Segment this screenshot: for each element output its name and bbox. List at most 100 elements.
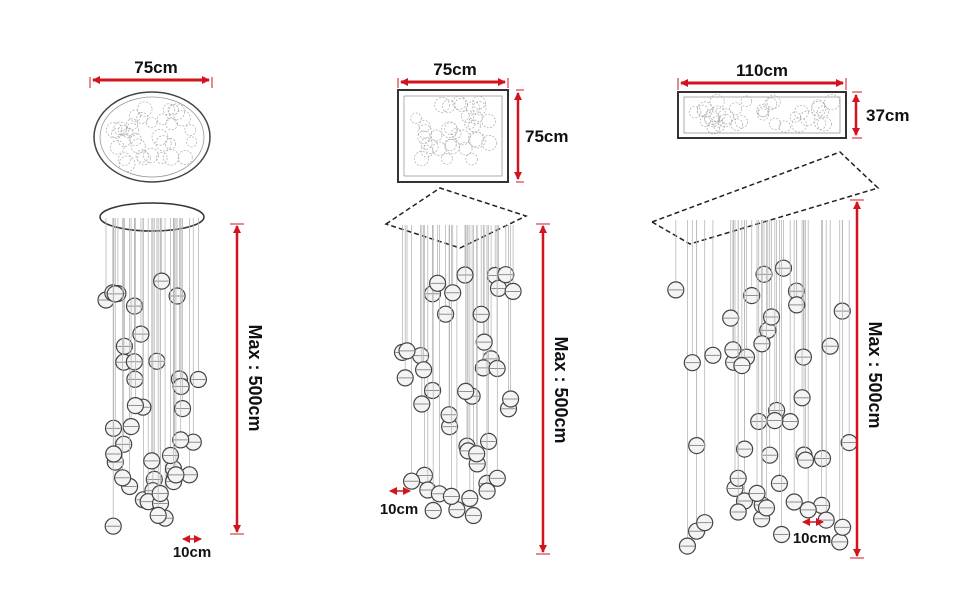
crystal-bubble-icon bbox=[465, 153, 478, 166]
crystal-bubble-icon bbox=[444, 122, 458, 135]
crystal-bubble-icon bbox=[454, 98, 469, 112]
crystal-bubble-icon bbox=[756, 103, 770, 117]
crystal-bubble-icon bbox=[413, 151, 430, 167]
rectangle-height-dimension: Max : 500cm bbox=[850, 199, 885, 559]
square-width-dimension: 75cm bbox=[397, 60, 509, 88]
square-max-label: Max : 500cm bbox=[551, 336, 571, 443]
rectangle-hanging-crystals bbox=[667, 220, 858, 555]
crystal-bubble-icon bbox=[432, 141, 447, 156]
square-ball-dimension: 10cm bbox=[380, 487, 418, 518]
crystal-bubble-icon bbox=[151, 129, 169, 146]
crystal-bubble-icon bbox=[717, 108, 734, 125]
crystal-bubble-icon bbox=[184, 124, 197, 136]
crystal-bubble-icon bbox=[126, 118, 138, 131]
rectangle-ball-label: 10cm bbox=[793, 530, 831, 547]
crystal-bubble-icon bbox=[177, 150, 193, 165]
round-max-label: Max : 500cm bbox=[245, 324, 265, 431]
crystal-bubble-icon bbox=[174, 109, 191, 127]
crystal-bubble-icon bbox=[136, 112, 149, 125]
crystal-bubble-icon bbox=[117, 152, 132, 166]
square-ball-label: 10cm bbox=[380, 501, 418, 518]
crystal-bubble-icon bbox=[156, 113, 169, 125]
crystal-bubble-icon bbox=[454, 129, 471, 146]
square-depth-dimension: 75cm bbox=[514, 89, 568, 183]
crystal-bubble-icon bbox=[162, 103, 176, 116]
crystal-bubble-icon bbox=[472, 95, 486, 110]
crystal-bubble-icon bbox=[766, 94, 781, 109]
crystal-bubble-icon bbox=[756, 108, 770, 121]
crystal-bubble-icon bbox=[709, 94, 725, 110]
crystal-bubble-icon bbox=[168, 103, 186, 121]
crystal-bubble-icon bbox=[814, 117, 827, 130]
crystal-bubble-icon bbox=[118, 155, 136, 173]
crystal-bubble-icon bbox=[444, 138, 457, 152]
crystal-bubble-icon bbox=[764, 97, 778, 111]
round-width-dimension: 75cm bbox=[89, 58, 213, 88]
crystal-bubble-icon bbox=[441, 121, 458, 138]
crystal-bubble-icon bbox=[713, 119, 726, 132]
round-width-label: 75cm bbox=[134, 58, 177, 77]
crystal-bubble-icon bbox=[143, 147, 159, 164]
crystal-bubble-icon bbox=[418, 119, 431, 133]
rectangle-depth-dimension: 37cm bbox=[852, 91, 909, 139]
round-hanging-crystals bbox=[97, 218, 207, 535]
crystal-bubble-icon bbox=[768, 117, 782, 130]
crystal-bubble-icon bbox=[472, 101, 487, 116]
crystal-bubble-icon bbox=[740, 95, 753, 108]
crystal-bubble-icon bbox=[778, 120, 791, 133]
round-ball-dimension: 10cm bbox=[173, 535, 211, 561]
crystal-bubble-icon bbox=[816, 105, 830, 118]
fixture-rectangle: 110cm 37cm Max : 500cm 10cm bbox=[650, 61, 909, 559]
rectangle-width-dimension: 110cm bbox=[677, 61, 847, 90]
crystal-bubble-icon bbox=[444, 138, 461, 155]
crystal-bubble-icon bbox=[117, 124, 129, 136]
crystal-bubble-icon bbox=[789, 111, 801, 123]
crystal-bubble-icon bbox=[730, 118, 744, 131]
crystal-bubble-icon bbox=[430, 129, 443, 142]
crystal-bubble-icon bbox=[164, 138, 177, 150]
rectangle-top-view bbox=[677, 91, 847, 139]
rectangle-depth-label: 37cm bbox=[866, 106, 909, 125]
crystal-bubble-icon bbox=[410, 112, 422, 124]
crystal-bubble-icon bbox=[799, 110, 816, 127]
crystal-bubble-icon bbox=[729, 102, 742, 116]
crystal-bubble-icon bbox=[793, 104, 809, 120]
crystal-bubble-icon bbox=[468, 110, 483, 125]
crystal-bubble-icon bbox=[417, 124, 432, 139]
round-height-dimension: Max : 500cm bbox=[230, 223, 265, 535]
crystal-bubble-icon bbox=[709, 105, 726, 122]
crystal-bubble-icon bbox=[465, 101, 481, 116]
crystal-bubble-icon bbox=[823, 94, 840, 111]
crystal-bubble-icon bbox=[109, 140, 125, 155]
crystal-bubble-icon bbox=[136, 151, 151, 166]
crystal-bubble-icon bbox=[155, 135, 172, 152]
crystal-bubble-icon bbox=[460, 109, 475, 123]
square-depth-label: 75cm bbox=[525, 127, 568, 146]
crystal-bubble-icon bbox=[450, 128, 462, 139]
fixture-round: 75cm Max : 500cm 10cm bbox=[89, 58, 265, 561]
crystal-bubble-icon bbox=[688, 106, 702, 119]
square-hanging-crystals bbox=[393, 225, 522, 525]
crystal-bubble-icon bbox=[128, 132, 142, 146]
crystal-bubble-icon bbox=[186, 136, 198, 148]
crystal-bubble-icon bbox=[106, 121, 123, 139]
crystal-bubble-icon bbox=[699, 115, 711, 127]
crystal-bubble-icon bbox=[167, 104, 179, 116]
crystal-bubble-icon bbox=[146, 116, 158, 129]
fixture-square: 75cm 75cm Max : 500cm 10cm bbox=[380, 60, 571, 555]
crystal-bubble-icon bbox=[704, 111, 720, 127]
rectangle-max-label: Max : 500cm bbox=[865, 321, 885, 428]
round-ball-label: 10cm bbox=[173, 544, 211, 561]
square-width-label: 75cm bbox=[433, 60, 476, 79]
crystal-bubble-icon bbox=[468, 119, 481, 133]
crystal-bubble-icon bbox=[125, 122, 139, 137]
crystal-bubble-icon bbox=[424, 139, 439, 154]
rectangle-width-label: 110cm bbox=[736, 61, 788, 80]
crystal-bubble-icon bbox=[135, 149, 149, 163]
crystal-bubble-icon bbox=[791, 117, 807, 133]
round-top-view bbox=[93, 91, 211, 183]
crystal-bubble-icon bbox=[469, 131, 486, 149]
crystal-bubble-icon bbox=[464, 118, 476, 130]
crystal-bubble-icon bbox=[111, 127, 122, 139]
